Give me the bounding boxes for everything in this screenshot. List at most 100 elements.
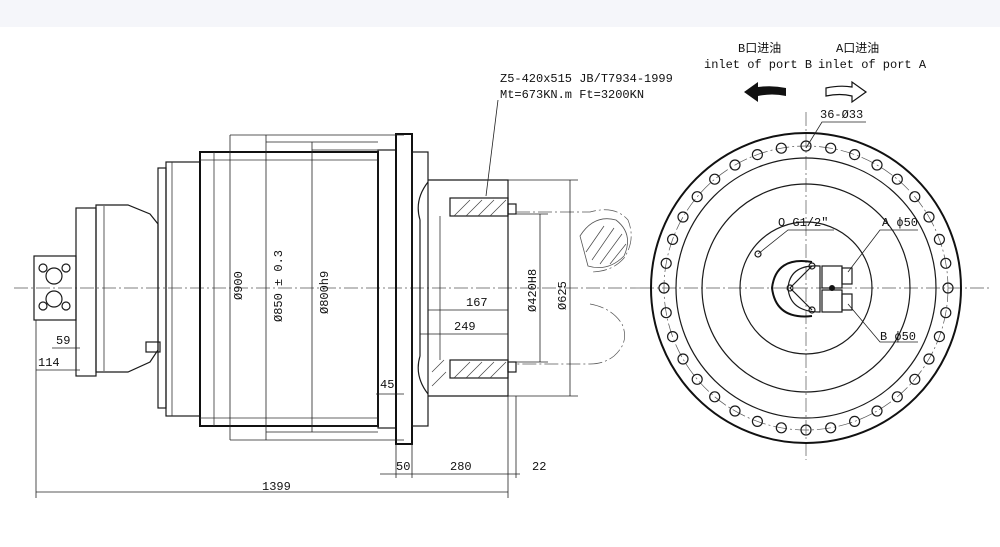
top-band (0, 0, 1000, 27)
motor-body (95, 204, 159, 373)
front-view (640, 112, 990, 460)
dim-d420: Ø420H8 (526, 269, 540, 312)
bolt-hole (933, 331, 946, 343)
housing-circle (701, 183, 911, 393)
port-a-en: inlet of port A (818, 58, 927, 72)
bolt-hole (677, 353, 689, 365)
port-a-cn: A口进油 (836, 41, 879, 56)
output-hub (428, 179, 509, 397)
dim-59: 59 (56, 334, 70, 348)
bolt-hole (891, 173, 903, 185)
bolt-hole (909, 373, 921, 385)
port-b-label: B ϕ50 (880, 330, 916, 344)
bolt-hole (709, 173, 721, 185)
bolt-hole (871, 159, 883, 171)
side-view (14, 99, 640, 498)
front-view-labels: 36-Ø33 O G1/2" A ϕ50 B ϕ50 (778, 108, 918, 344)
port-b-en: inlet of port B (704, 58, 812, 72)
hub-circle (739, 221, 873, 355)
bolt-hole (923, 353, 935, 365)
mating-shaft-top (516, 209, 632, 273)
bolt-hole (729, 159, 741, 171)
left-arrow-icon (744, 82, 786, 102)
shaft-section (579, 218, 628, 269)
rear-housing (165, 161, 201, 417)
mating-shaft-bottom (516, 303, 625, 365)
bolt-hole (940, 257, 952, 269)
bolt-hole (909, 191, 921, 203)
port-a-leader (847, 229, 918, 273)
motor-cover-arc (770, 260, 813, 318)
port-b-leader (847, 303, 918, 343)
diameter-dimension-lines (229, 134, 578, 441)
bolt-hole (660, 257, 672, 269)
dim-d900: Ø900 (232, 271, 246, 300)
dim-114: 114 (38, 356, 60, 370)
bolts-label: 36-Ø33 (820, 108, 863, 122)
bolt-hole (709, 391, 721, 403)
bolt-hole (775, 422, 787, 434)
dim-1399: 1399 (262, 480, 291, 494)
port-b-block (821, 289, 843, 313)
bolt-hole (677, 211, 689, 223)
dim-280: 280 (450, 460, 472, 474)
g-port-leader (757, 229, 834, 255)
flange-inner-circle (675, 157, 937, 419)
bolt-holes (658, 140, 954, 436)
port-direction: B口进油 inlet of port B A口进油 inlet of port … (704, 41, 927, 104)
bolt-hole (891, 391, 903, 403)
bolt-hole (691, 191, 703, 203)
bolt-hole (691, 373, 703, 385)
dim-d625: Ø625 (556, 281, 570, 310)
bolt-hole (848, 149, 861, 161)
main-drum (199, 151, 379, 427)
bolt-hole (848, 415, 861, 427)
g-port-label: O G1/2" (778, 216, 828, 230)
port-b-stub (841, 293, 853, 311)
bolt-hole (751, 149, 764, 161)
bolt-hole (825, 142, 837, 154)
outer-flange-circle (650, 132, 962, 444)
dim-22: 22 (532, 460, 546, 474)
bolt-leader (805, 121, 866, 149)
g-port-dot (829, 285, 835, 291)
hydraulic-motor (33, 204, 161, 377)
bolt-hole (871, 405, 883, 417)
bolt-hole (800, 424, 812, 436)
dim-d850: Ø850 ± 0.3 (272, 250, 286, 322)
dim-50: 50 (396, 460, 410, 474)
bolt-hole (775, 142, 787, 154)
side-view-labels: Ø900 Ø850 ± 0.3 Ø800h9 Ø420H8 Ø625 167 2… (38, 72, 673, 494)
dim-d800: Ø800h9 (318, 271, 332, 314)
dim-249: 249 (454, 320, 476, 334)
dim-45: 45 (380, 378, 394, 392)
motor-cover-inner (787, 265, 821, 313)
bolt-hole (923, 211, 935, 223)
spec-leader (485, 99, 499, 197)
bolt-hole (825, 422, 837, 434)
bolt-circle (663, 145, 949, 431)
port-a-stub (841, 267, 853, 285)
spline-hatching (431, 199, 507, 387)
mounting-flange (395, 133, 413, 445)
motor-flange (75, 207, 97, 377)
port-b-cn: B口进油 (738, 41, 781, 56)
bolt-hole (666, 233, 679, 245)
flange-collar (411, 151, 429, 427)
bolt-hole (933, 233, 946, 245)
right-arrow-icon (825, 80, 868, 104)
port-a-label: A ϕ50 (882, 216, 918, 230)
technical-drawing: Ø900 Ø850 ± 0.3 Ø800h9 Ø420H8 Ø625 167 2… (14, 41, 990, 498)
spec-line1: Z5-420x515 JB/T7934-1999 (500, 72, 673, 86)
hub-arc (417, 181, 429, 395)
bolt-hole (942, 282, 954, 294)
bolt-hole (658, 282, 670, 294)
bolt-hole (660, 307, 672, 319)
spec-line2: Mt=673KN.m Ft=3200KN (500, 88, 644, 102)
overall-dimension-lines (35, 320, 520, 498)
bolt-hole (751, 415, 764, 427)
bolt-hole (729, 405, 741, 417)
dim-167: 167 (466, 296, 488, 310)
port-a-block (821, 265, 843, 289)
bolt-hole (800, 140, 812, 152)
